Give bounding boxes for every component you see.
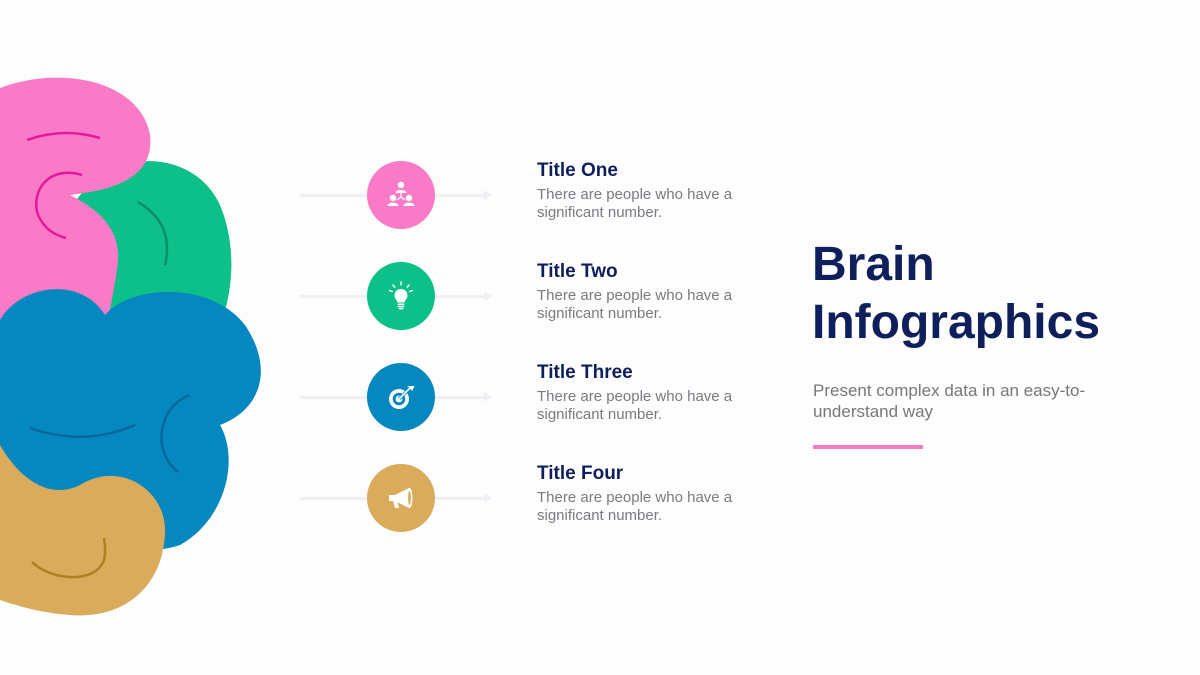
accent-divider (813, 445, 923, 449)
list-item: Title Three There are people who have a … (298, 362, 758, 442)
list-item: Title Two There are people who have a si… (298, 261, 758, 341)
page-title: Brain Infographics (812, 236, 1100, 352)
item-description: There are people who have a significant … (537, 388, 733, 423)
arrow-icon (484, 291, 492, 301)
page-title-line2: Infographics (812, 296, 1101, 349)
icon-circle (367, 363, 435, 431)
page-subtitle: Present complex data in an easy-to-under… (813, 381, 1086, 421)
arrow-icon (484, 493, 492, 503)
item-title: Title Two (537, 261, 618, 282)
arrow-icon (484, 392, 492, 402)
people-hierarchy-icon (387, 181, 415, 206)
icon-circle (367, 161, 435, 229)
icon-circle (367, 464, 435, 532)
item-description: There are people who have a significant … (537, 489, 733, 524)
list-item: Title Four There are people who have a s… (298, 463, 758, 543)
arrow-icon (484, 190, 492, 200)
megaphone-icon (389, 488, 413, 508)
item-description: There are people who have a significant … (537, 186, 733, 221)
item-title: Title Three (537, 362, 633, 383)
item-title: Title One (537, 160, 618, 181)
page-title-line1: Brain (812, 238, 935, 291)
item-description: There are people who have a significant … (537, 287, 733, 322)
brain-lobe-blue (0, 289, 261, 551)
brain-illustration (0, 77, 261, 616)
icon-circle (367, 262, 435, 330)
target-icon (389, 386, 415, 409)
lightbulb-icon (388, 281, 414, 310)
list-item: Title One There are people who have a si… (298, 160, 758, 240)
item-title: Title Four (537, 463, 624, 484)
brain-lobe-pink (0, 77, 151, 361)
brain-lobe-gold (0, 445, 165, 616)
